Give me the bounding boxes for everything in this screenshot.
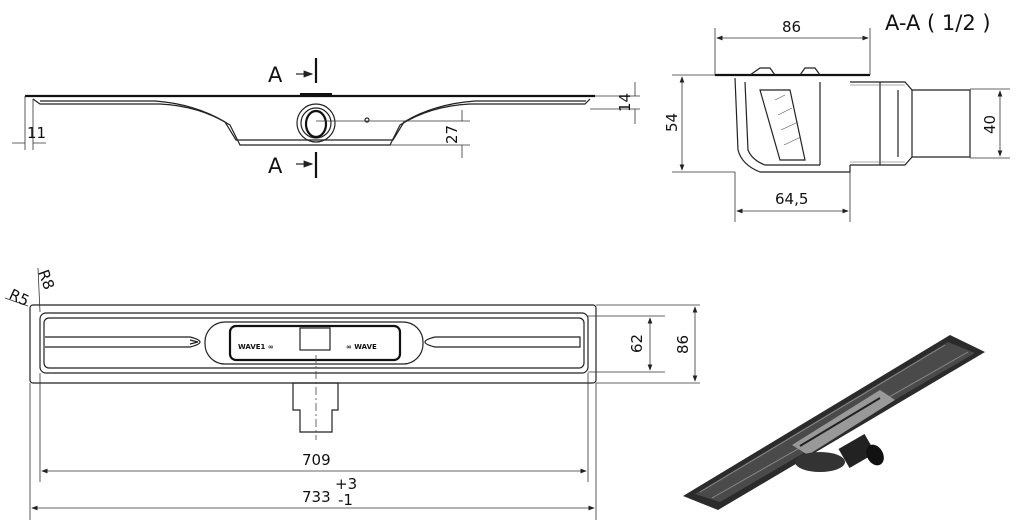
- dimension-733: 733 +3 -1: [29, 383, 597, 520]
- dimension-86: 86: [714, 18, 871, 75]
- svg-text:86: 86: [782, 18, 801, 36]
- svg-text:27: 27: [443, 125, 461, 144]
- svg-text:∞ WAVE: ∞ WAVE: [346, 343, 377, 351]
- svg-text:54: 54: [663, 113, 681, 132]
- section-marker-top: A: [268, 58, 318, 87]
- dimension-11: 11: [12, 96, 46, 150]
- section-marker-bottom: A: [268, 152, 318, 178]
- isometric-view: [683, 335, 985, 510]
- dimension-86-top: 86: [596, 304, 700, 384]
- svg-text:64,5: 64,5: [775, 190, 808, 208]
- svg-text:40: 40: [981, 115, 999, 134]
- svg-text:A: A: [268, 63, 283, 87]
- outlet-circle: [296, 103, 336, 143]
- dimension-64-5: 64,5: [734, 172, 851, 222]
- svg-text:R8: R8: [34, 267, 58, 292]
- svg-text:11: 11: [27, 124, 46, 142]
- svg-text:+3: +3: [335, 475, 357, 493]
- svg-text:R5: R5: [6, 285, 32, 310]
- svg-text:A: A: [268, 154, 283, 178]
- dimension-14: 14: [590, 82, 640, 124]
- svg-text:WAVE1 ∞: WAVE1 ∞: [238, 343, 274, 351]
- dimension-54: 54: [663, 74, 735, 173]
- section-view: A-A ( 1/2 ) 86 54 40 64,5: [663, 11, 1010, 222]
- svg-text:733: 733: [302, 488, 331, 506]
- svg-text:709: 709: [302, 451, 331, 469]
- svg-text:86: 86: [674, 335, 692, 354]
- side-view: A A 11 27 14: [12, 58, 640, 178]
- top-view: WAVE1 ∞ ∞ WAVE R5 R8 62 86 709 733 +: [4, 267, 700, 520]
- dimension-709: 709: [39, 373, 589, 482]
- dimension-27: 27: [316, 110, 470, 158]
- dimension-62: 62: [588, 315, 665, 373]
- section-title: A-A ( 1/2 ): [885, 11, 991, 35]
- svg-text:62: 62: [628, 334, 646, 353]
- dimension-40: 40: [970, 88, 1010, 159]
- outlet-pipe: [292, 382, 339, 433]
- svg-text:-1: -1: [338, 491, 353, 509]
- svg-text:14: 14: [616, 93, 634, 112]
